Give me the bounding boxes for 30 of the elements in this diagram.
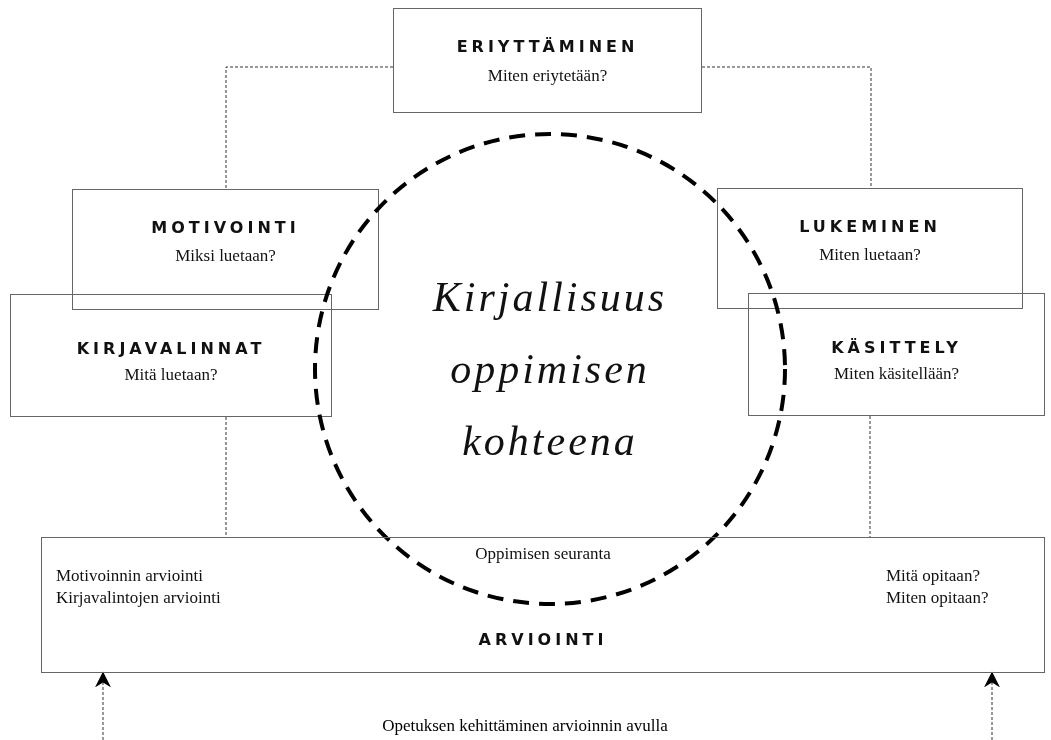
question-text: Oppimisen seuranta (475, 544, 611, 564)
question-text: Miten käsitellään? (833, 364, 960, 384)
connector-line (869, 415, 871, 538)
connector-line (701, 66, 872, 189)
heading: ARVIOINTI (478, 630, 608, 649)
question-text: Miksi luetaan? (175, 246, 276, 266)
text-box (41, 537, 1045, 673)
title-text: Kirjallisuus oppimisen kohteena (431, 273, 669, 466)
heading: ERIYTTÄMINEN (456, 37, 639, 56)
question-text: Miten luetaan? (819, 245, 921, 265)
caption-text: Opetuksen kehittäminen arvioinnin avulla (382, 716, 668, 736)
text-box (72, 189, 379, 310)
text-box (717, 188, 1023, 309)
question-text: Miten eriytetään? (487, 66, 608, 86)
question-text: Mitä opitaan? (886, 566, 980, 586)
question-text: Mitä luetaan? (124, 365, 218, 385)
question-text: Kirjavalintojen arviointi (56, 588, 221, 608)
text-box (393, 8, 702, 113)
connector-line (225, 416, 227, 538)
heading: MOTIVOINTI (151, 218, 300, 237)
heading: LUKEMINEN (799, 217, 941, 236)
text-box (748, 293, 1045, 416)
text-box (10, 294, 332, 417)
connector-line (225, 66, 394, 190)
heading: KÄSITTELY (831, 338, 962, 357)
question-text: Miten opitaan? (886, 588, 989, 608)
arrow (95, 671, 111, 740)
heading: KIRJAVALINNAT (76, 339, 266, 358)
arrow (984, 671, 1000, 740)
question-text: Motivoinnin arviointi (56, 566, 203, 586)
